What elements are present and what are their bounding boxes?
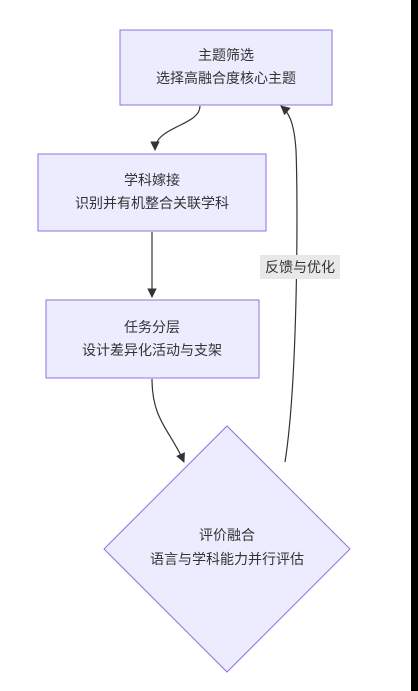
node-subtitle: 识别并有机整合关联学科 bbox=[75, 196, 229, 212]
svg-text:反馈与优化: 反馈与优化 bbox=[265, 260, 335, 276]
edge-label-feedback: 反馈与优化 bbox=[260, 255, 340, 279]
node-evaluation-integration[interactable]: 评价融合 语言与学科能力并行评估 bbox=[103, 425, 351, 673]
node-title: 学科嫁接 bbox=[124, 172, 180, 189]
node-subtitle: 语言与学科能力并行评估 bbox=[150, 552, 304, 568]
node-topic-screening[interactable]: 主题筛选 选择高融合度核心主题 bbox=[119, 29, 333, 106]
edge-topic-to-bridge bbox=[150, 105, 201, 151]
node-title: 评价融合 bbox=[199, 528, 255, 544]
node-subtitle: 设计差异化活动与支架 bbox=[82, 343, 222, 359]
node-title: 任务分层 bbox=[124, 320, 180, 336]
edge-evaluation-to-topic bbox=[280, 105, 298, 463]
node-subtitle: 选择高融合度核心主题 bbox=[156, 70, 296, 87]
node-discipline-bridging[interactable]: 学科嫁接 识别并有机整合关联学科 bbox=[37, 153, 267, 232]
edge-tasks-to-evaluation bbox=[151, 378, 185, 463]
node-title: 主题筛选 bbox=[198, 48, 254, 64]
node-task-layering[interactable]: 任务分层 设计差异化活动与支架 bbox=[45, 299, 260, 379]
